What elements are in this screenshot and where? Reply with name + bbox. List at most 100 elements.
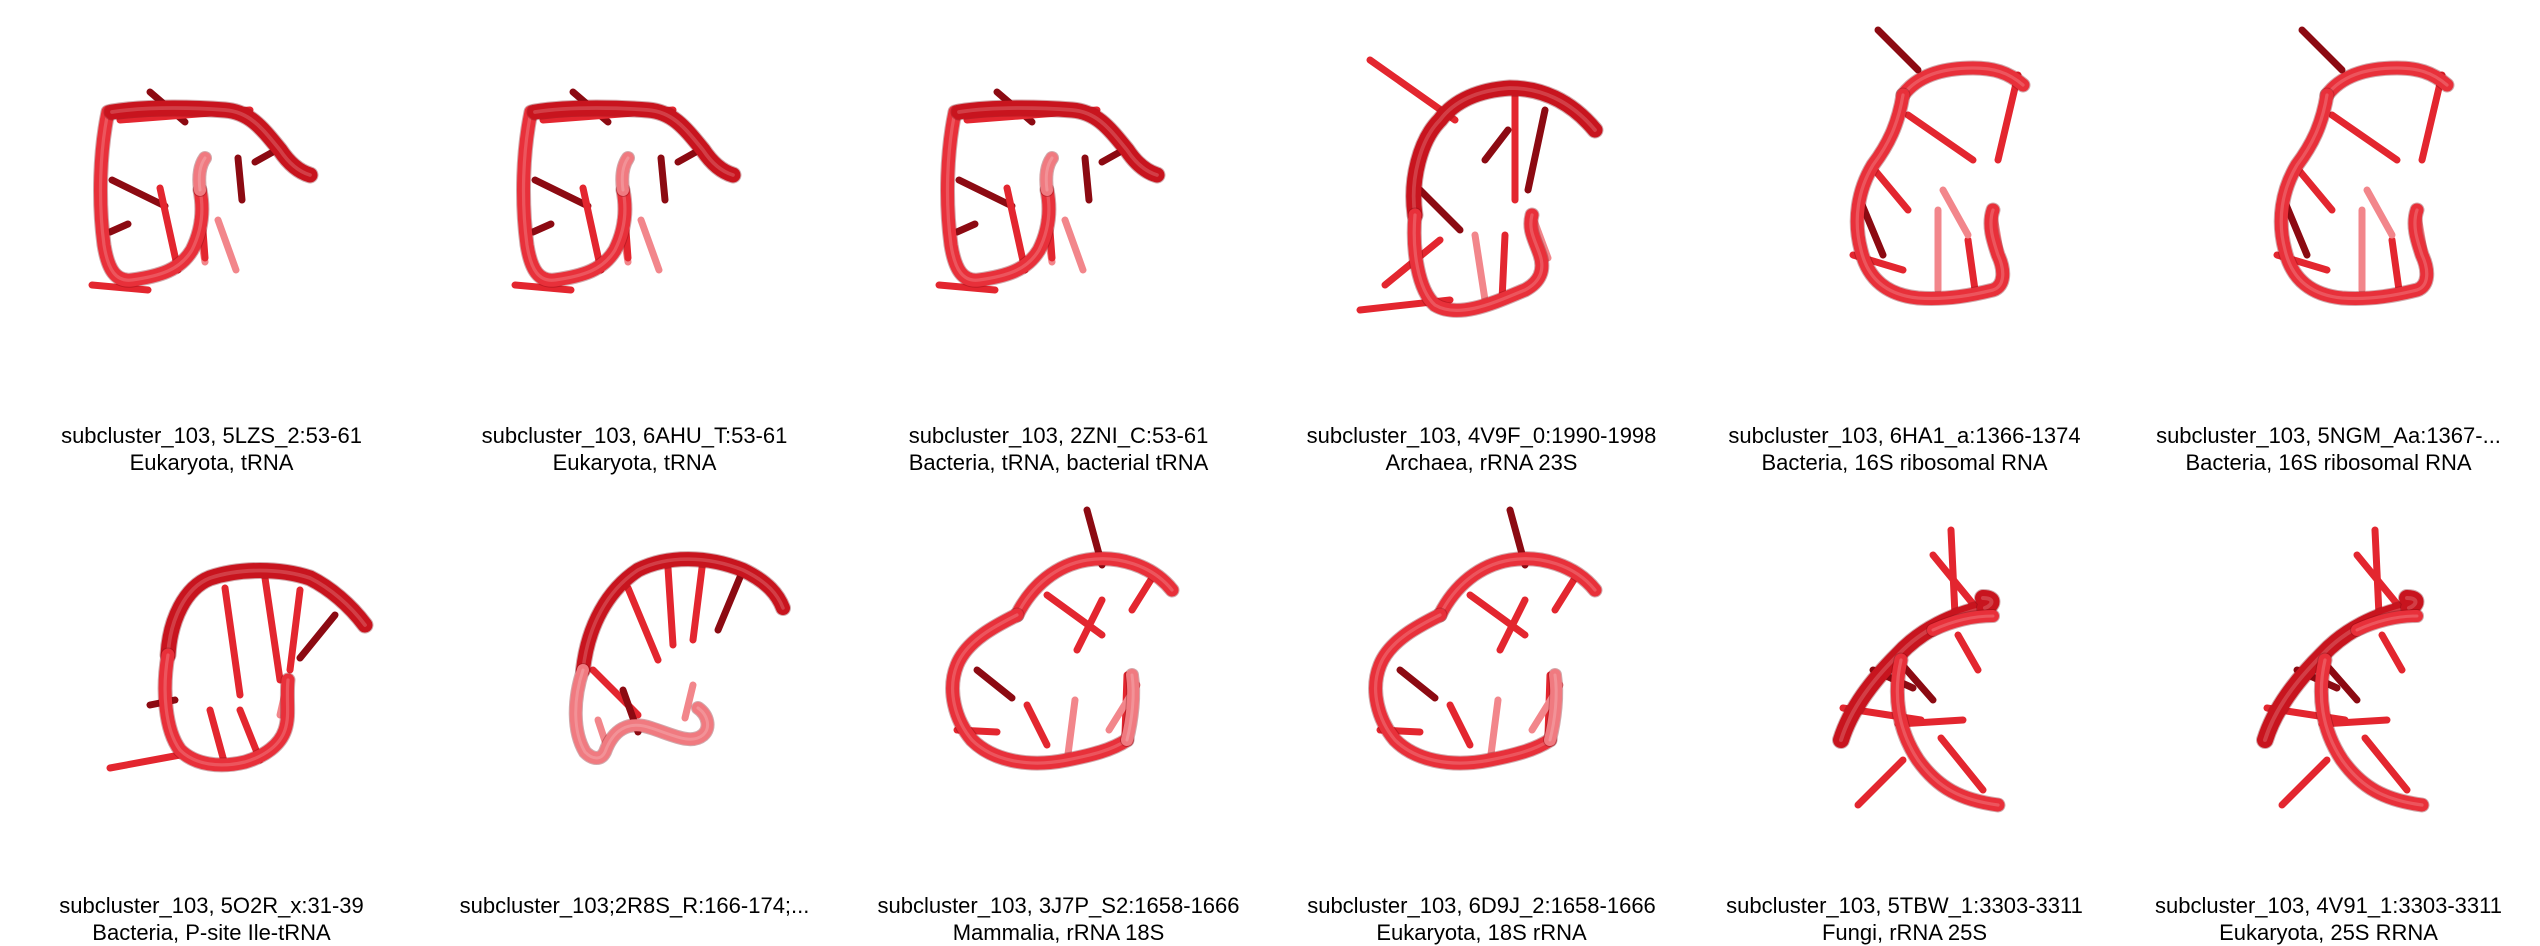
caption-taxonomy: Fungi, rRNA 25S	[1693, 919, 2116, 946]
caption-identifier: subcluster_103, 4V9F_0:1990-1998	[1270, 422, 1693, 449]
structure-panel: subcluster_103, 5NGM_Aa:1367-...Bacteria…	[2117, 0, 2540, 470]
caption-taxonomy: Eukaryota, 25S RRNA	[2117, 919, 2540, 946]
backbone-shadow	[2281, 95, 2427, 298]
nucleotide-base-stick	[1878, 30, 1918, 70]
nucleotide-base-stick	[2297, 168, 2332, 210]
nucleotide-base-stick	[1007, 188, 1025, 270]
rna-structure-image	[423, 0, 846, 400]
nucleotide-base-stick	[693, 560, 703, 640]
rna-structure-image	[2117, 0, 2540, 400]
nucleotide-base-stick	[1400, 670, 1435, 698]
nucleotide-base-stick	[1873, 168, 1908, 210]
nucleotide-base-stick	[1502, 235, 1505, 300]
nucleotide-base-stick	[1065, 220, 1083, 270]
caption-identifier: subcluster_103, 2ZNI_C:53-61	[847, 422, 1270, 449]
structure-panel: subcluster_103, 5O2R_x:31-39Bacteria, P-…	[0, 470, 423, 940]
rna-structure-image	[847, 0, 1270, 400]
structure-panel: subcluster_103, 4V9F_0:1990-1998Archaea,…	[1270, 0, 1693, 470]
structure-panel: subcluster_103, 2ZNI_C:53-61Bacteria, tR…	[847, 0, 1270, 470]
nucleotide-base-stick	[110, 755, 180, 768]
caption-identifier: subcluster_103;2R8S_R:166-174;...	[423, 892, 846, 919]
caption-identifier: subcluster_103, 5NGM_Aa:1367-...	[2117, 422, 2540, 449]
rna-structure-image	[423, 470, 846, 870]
rna-structure-image	[0, 470, 423, 870]
structure-panel: subcluster_103, 4V91_1:3303-3311Eukaryot…	[2117, 470, 2540, 940]
nucleotide-base-stick	[2367, 190, 2392, 235]
nucleotide-base-stick	[210, 710, 225, 765]
backbone-tube	[2281, 95, 2427, 298]
caption-identifier: subcluster_103, 3J7P_S2:1658-1666	[847, 892, 1270, 919]
nucleotide-base-stick	[1908, 115, 1973, 160]
nucleotide-base-stick	[1077, 600, 1102, 650]
nucleotide-base-stick	[1943, 190, 1968, 235]
nucleotide-base-stick	[1085, 158, 1089, 200]
rna-structure-image	[1693, 470, 2116, 870]
nucleotide-base-stick	[1528, 110, 1545, 190]
nucleotide-base-stick	[1420, 190, 1460, 230]
nucleotide-base-stick	[2332, 115, 2397, 160]
panel-caption: subcluster_103, 5TBW_1:3303-3311Fungi, r…	[1693, 892, 2116, 946]
nucleotide-base-stick	[957, 224, 975, 232]
caption-taxonomy: Eukaryota, 18S rRNA	[1270, 919, 1693, 946]
panel-caption: subcluster_103, 6D9J_2:1658-1666Eukaryot…	[1270, 892, 1693, 946]
structure-panel: subcluster_103, 3J7P_S2:1658-1666Mammali…	[847, 470, 1270, 940]
nucleotide-base-stick	[1858, 760, 1903, 805]
nucleotide-base-stick	[1968, 240, 1975, 290]
nucleotide-base-stick	[533, 224, 551, 232]
rna-structure-image	[1270, 470, 1693, 870]
rna-structure-image	[1270, 0, 1693, 400]
backbone-highlight	[1857, 95, 2003, 298]
nucleotide-base-stick	[583, 188, 601, 270]
nucleotide-base-stick	[1475, 235, 1485, 300]
nucleotide-base-stick	[535, 180, 588, 206]
nucleotide-base-stick	[110, 224, 128, 232]
backbone-highlight	[2281, 95, 2427, 298]
caption-identifier: subcluster_103, 6HA1_a:1366-1374	[1693, 422, 2116, 449]
nucleotide-base-stick	[1027, 705, 1047, 745]
nucleotide-base-stick	[2302, 30, 2342, 70]
backbone-highlight	[583, 559, 783, 670]
caption-identifier: subcluster_103, 5TBW_1:3303-3311	[1693, 892, 2116, 919]
caption-taxonomy: Mammalia, rRNA 18S	[847, 919, 1270, 946]
panel-caption: subcluster_103, 3J7P_S2:1658-1666Mammali…	[847, 892, 1270, 946]
nucleotide-base-stick	[265, 578, 280, 680]
nucleotide-base-stick	[718, 570, 743, 630]
panel-caption: subcluster_103, 4V91_1:3303-3311Eukaryot…	[2117, 892, 2540, 946]
nucleotide-base-stick	[160, 188, 178, 270]
nucleotide-base-stick	[1132, 578, 1152, 610]
nucleotide-base-stick	[1555, 578, 1575, 610]
panel-caption: subcluster_103, 2ZNI_C:53-61Bacteria, tR…	[847, 422, 1270, 476]
caption-identifier: subcluster_103, 5O2R_x:31-39	[0, 892, 423, 919]
panel-caption: subcluster_103, 6AHU_T:53-61Eukaryota, t…	[423, 422, 846, 476]
nucleotide-base-stick	[1958, 635, 1978, 670]
nucleotide-base-stick	[1450, 705, 1470, 745]
backbone-shadow	[1857, 95, 2003, 298]
caption-identifier: subcluster_103, 4V91_1:3303-3311	[2117, 892, 2540, 919]
structure-panel: subcluster_103, 6HA1_a:1366-1374Bacteria…	[1693, 0, 2116, 470]
nucleotide-base-stick	[2382, 635, 2402, 670]
nucleotide-base-stick	[238, 158, 242, 200]
panel-caption: subcluster_103, 5O2R_x:31-39Bacteria, P-…	[0, 892, 423, 946]
structure-panel: subcluster_103, 6D9J_2:1658-1666Eukaryot…	[1270, 470, 1693, 940]
nucleotide-base-stick	[2392, 240, 2399, 290]
caption-identifier: subcluster_103, 6D9J_2:1658-1666	[1270, 892, 1693, 919]
structure-panel: subcluster_103;2R8S_R:166-174;...	[423, 470, 846, 940]
caption-identifier: subcluster_103, 5LZS_2:53-61	[0, 422, 423, 449]
rna-structure-image	[1693, 0, 2116, 400]
nucleotide-base-stick	[959, 180, 1012, 206]
rna-structure-image	[2117, 470, 2540, 870]
structure-panel: subcluster_103, 5TBW_1:3303-3311Fungi, r…	[1693, 470, 2116, 940]
nucleotide-base-stick	[977, 670, 1012, 698]
nucleotide-base-stick	[300, 615, 335, 658]
nucleotide-base-stick	[2282, 760, 2327, 805]
rna-structure-image	[847, 470, 1270, 870]
caption-taxonomy: Bacteria, P-site Ile-tRNA	[0, 919, 423, 946]
panel-caption: subcluster_103;2R8S_R:166-174;...	[423, 892, 846, 919]
panel-caption: subcluster_103, 5NGM_Aa:1367-...Bacteria…	[2117, 422, 2540, 476]
structure-panel: subcluster_103, 6AHU_T:53-61Eukaryota, t…	[423, 0, 846, 470]
rna-structure-image	[0, 0, 423, 400]
nucleotide-base-stick	[661, 158, 665, 200]
panel-caption: subcluster_103, 5LZS_2:53-61Eukaryota, t…	[0, 422, 423, 476]
panel-caption: subcluster_103, 6HA1_a:1366-1374Bacteria…	[1693, 422, 2116, 476]
